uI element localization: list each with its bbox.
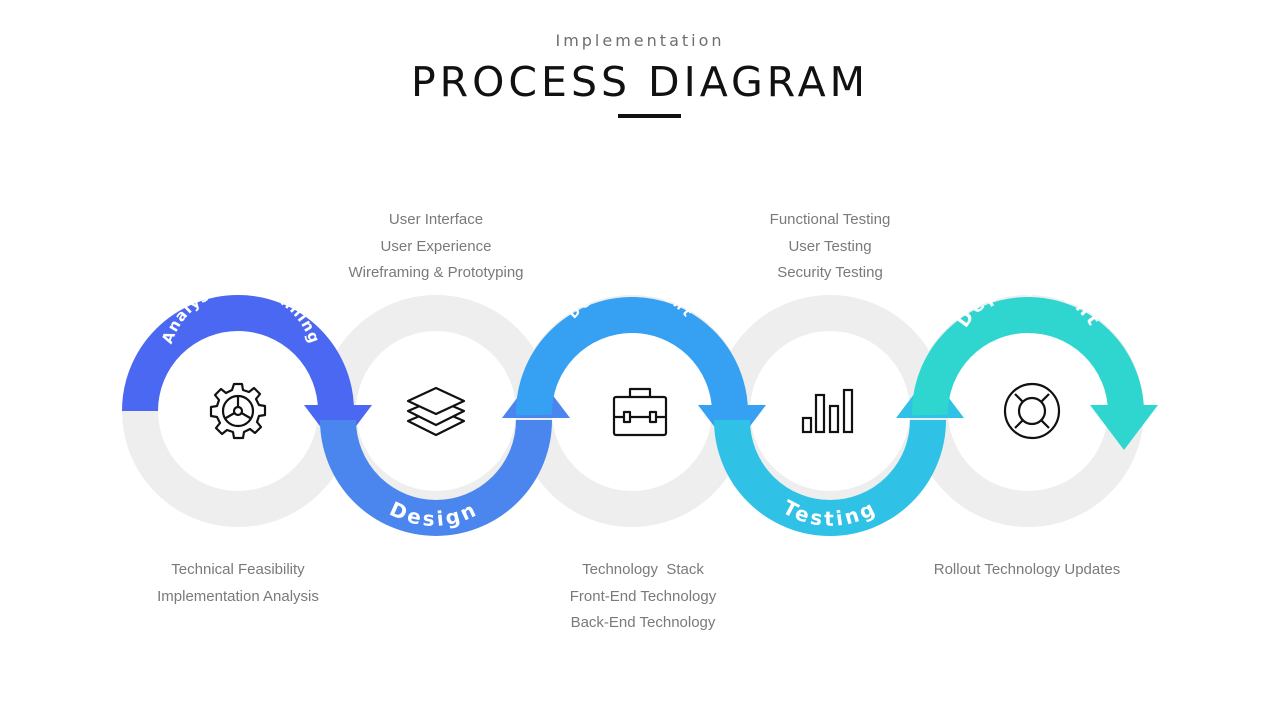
notes-deployment: Rollout Technology Updates (897, 557, 1157, 584)
arc-design (320, 419, 552, 536)
note-item: Front-End Technology (569, 587, 717, 605)
notes-testing: Functional Testing User Testing Security… (700, 207, 960, 287)
notes-analysis-planning: Technical Feasibility Implementation Ana… (108, 557, 368, 610)
note-item: User Experience (380, 237, 492, 255)
note-item: Functional Testing (769, 211, 891, 228)
note-item: Technical Feasibility (171, 561, 305, 578)
note-item: Wireframing & Prototyping (348, 264, 524, 281)
notes-development: Technology Stack Front-End Technology Ba… (513, 557, 773, 637)
note-item: Back-End Technology (570, 614, 716, 631)
arc-analysis-planning (122, 295, 354, 412)
arrow-deployment (1090, 405, 1158, 450)
page-subtitle: Implementation (555, 31, 725, 50)
gear-icon (209, 382, 267, 440)
title-underline (618, 114, 681, 118)
bar-chart-icon (801, 388, 854, 434)
arc-development (515, 297, 748, 416)
note-item: User Testing (788, 237, 872, 255)
note-item: Security Testing (777, 264, 883, 281)
stage-arcs (122, 295, 1158, 536)
note-item: Implementation Analysis (157, 587, 319, 605)
layers-icon (406, 386, 466, 437)
notes-design: User Interface User Experience Wireframi… (306, 207, 566, 287)
toolbox-icon (612, 387, 668, 437)
note-item: User Interface (388, 211, 484, 228)
note-item: Rollout Technology Updates (933, 561, 1121, 578)
arc-testing (714, 419, 946, 536)
lifebuoy-icon (1003, 382, 1061, 440)
page-title: PROCESS DIAGRAM (410, 58, 870, 106)
arc-deployment (911, 297, 1144, 416)
note-item: Technology Stack (582, 561, 704, 578)
